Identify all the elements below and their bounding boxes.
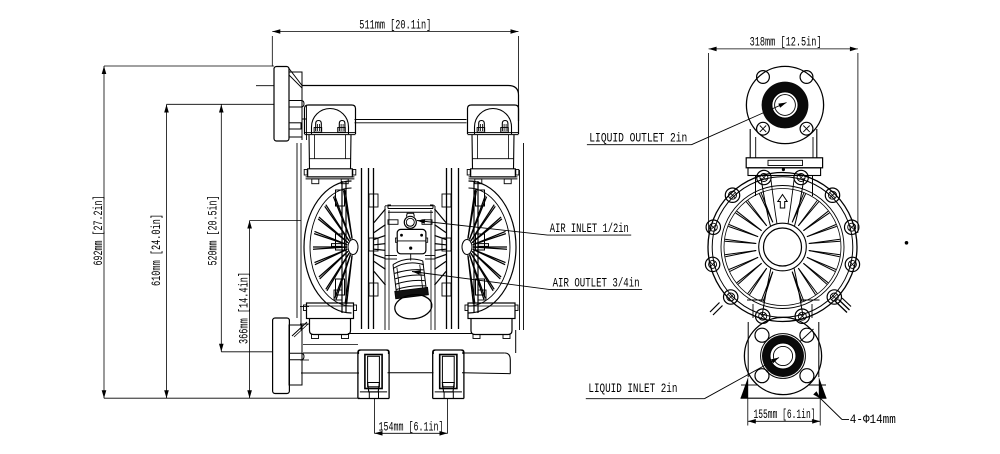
svg-text:AIR OUTLET 3/4in: AIR OUTLET 3/4in (553, 276, 640, 290)
svg-text:318mm [12.5in]: 318mm [12.5in] (750, 35, 822, 49)
svg-text:154mm [6.1in]: 154mm [6.1in] (379, 420, 444, 434)
svg-text:AIR INLET 1/2in: AIR INLET 1/2in (550, 222, 629, 236)
svg-text:692mm [27.2in]: 692mm [27.2in] (92, 196, 106, 266)
svg-text:155mm [6.1in]: 155mm [6.1in] (754, 408, 816, 422)
svg-text:610mm [24.0in]: 610mm [24.0in] (150, 214, 164, 286)
svg-text:LIQUID OUTLET 2in: LIQUID OUTLET 2in (589, 132, 687, 146)
svg-text:366mm [14.4in]: 366mm [14.4in] (237, 272, 251, 344)
svg-text:511mm [20.1in]: 511mm [20.1in] (359, 18, 431, 32)
svg-text:520mm [20.5in]: 520mm [20.5in] (206, 196, 220, 266)
svg-text:LIQUID INLET 2in: LIQUID INLET 2in (588, 382, 677, 396)
svg-text:4-Φ14mm: 4-Φ14mm (850, 413, 896, 427)
